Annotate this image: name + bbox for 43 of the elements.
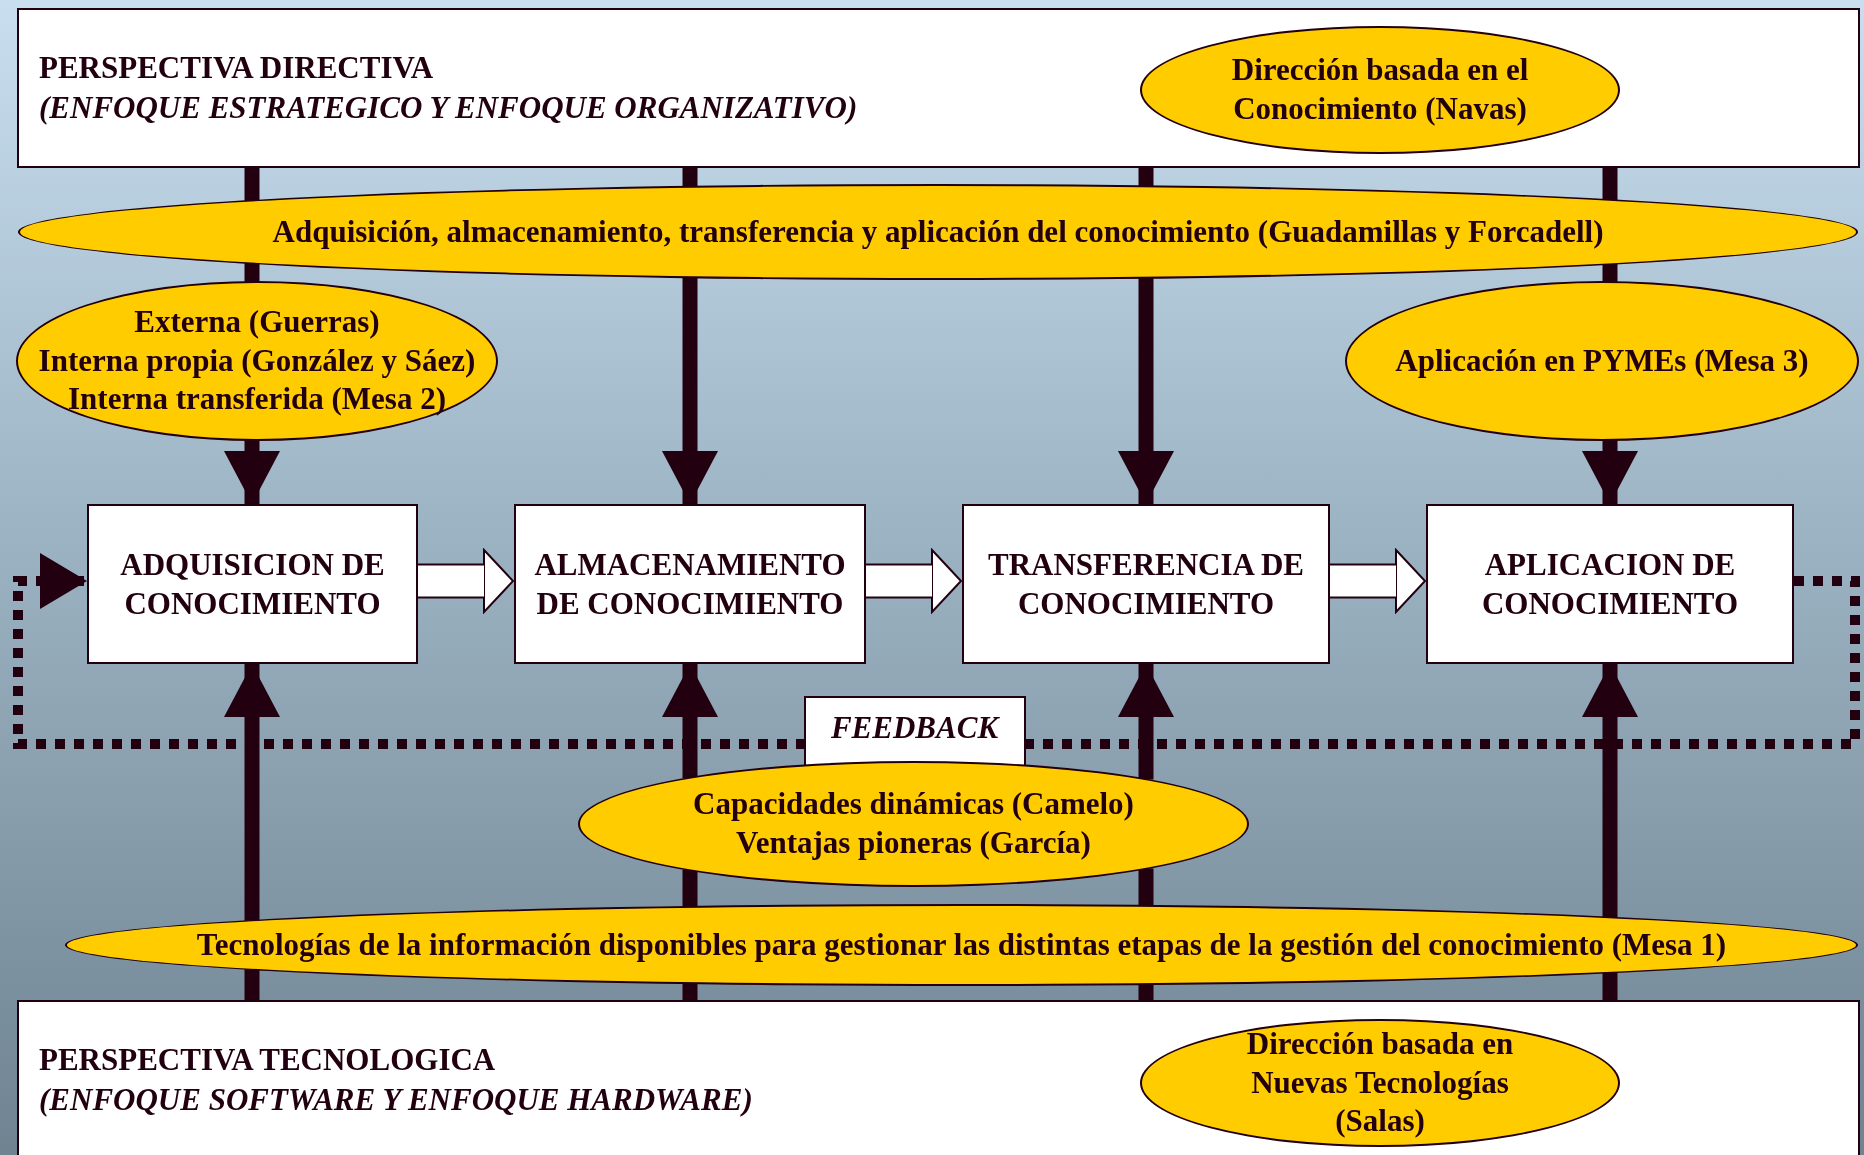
connector-line xyxy=(682,870,698,907)
panel-subtitle: (ENFOQUE SOFTWARE Y ENFOQUE HARDWARE) xyxy=(39,1081,753,1119)
process-box xyxy=(1426,504,1794,664)
process-box xyxy=(962,504,1330,664)
connector-line xyxy=(682,168,698,187)
arrow xyxy=(224,664,280,921)
process-box xyxy=(87,504,418,664)
ellipse-text: Externa (Guerras) xyxy=(134,302,380,341)
ellipse-text: Aplicación en PYMEs (Mesa 3) xyxy=(1395,341,1809,380)
connector-line xyxy=(1602,263,1618,283)
process-label: TRANSFERENCIA DE CONOCIMIENTO xyxy=(986,545,1306,623)
ellipse-text: Interna propia (González y Sáez) xyxy=(38,341,476,380)
arrow xyxy=(662,277,718,504)
ellipse-text: Ventajas pioneras (García) xyxy=(736,824,1091,862)
arrow xyxy=(224,440,280,504)
ellipse-text: Adquisición, almacenamiento, transferencia y aplicación del conocimiento (Guadamillas y Forcadell) xyxy=(272,212,1604,251)
arrow xyxy=(1582,439,1638,504)
connector-line xyxy=(244,969,260,1000)
ellipse-text: Interna transferida (Mesa 2) xyxy=(68,380,446,419)
ellipse-text: Dirección basada en el Conocimiento (Navas) xyxy=(1230,51,1530,128)
perspective-panel xyxy=(17,1000,1860,1155)
panel-title: PERSPECTIVA TECNOLOGICA xyxy=(39,1040,496,1079)
process-box xyxy=(514,504,866,664)
feedback-arrow xyxy=(13,553,1860,749)
connector-line xyxy=(1602,972,1618,1000)
ellipse-text: Capacidades dinámicas (Camelo) xyxy=(693,785,1134,824)
panel-title: PERSPECTIVA DIRECTIVA xyxy=(39,48,434,87)
process-label: ADQUISICION DE CONOCIMIENTO xyxy=(119,545,386,623)
process-label: ALMACENAMIENTO DE CONOCIMIENTO xyxy=(533,545,847,623)
connector-line xyxy=(244,263,260,282)
perspective-panel xyxy=(17,8,1860,168)
connector-line xyxy=(1138,168,1154,187)
connector-line xyxy=(1602,168,1618,201)
connector-line xyxy=(1138,868,1154,906)
process-label: APLICACION DE CONOCIMIENTO xyxy=(1480,545,1740,623)
arrow xyxy=(1118,664,1174,780)
connector-line xyxy=(244,168,260,201)
arrow xyxy=(1118,277,1174,504)
arrow xyxy=(662,664,718,778)
ellipse-text: Dirección basada en Nuevas Tecnologías (Salas) xyxy=(1245,1024,1515,1141)
ellipse-text: Tecnologías de la información disponibles para gestionar las distintas etapas de la gestión del conocimiento (Mesa 1) xyxy=(196,925,1727,964)
panel-subtitle: (ENFOQUE ESTRATEGICO Y ENFOQUE ORGANIZATIVO) xyxy=(39,89,858,127)
arrow xyxy=(1582,664,1638,918)
